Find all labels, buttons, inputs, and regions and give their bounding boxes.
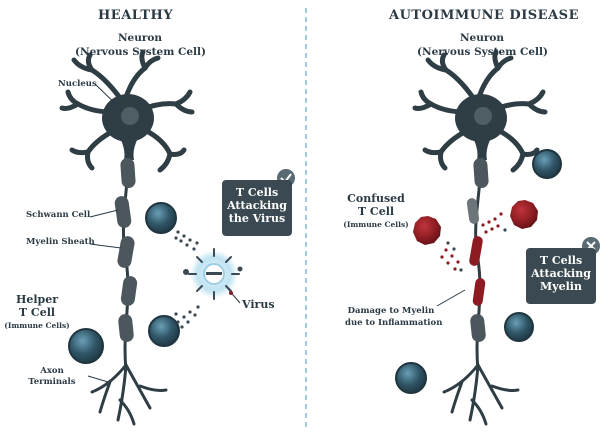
label-myelin-sheath: Myelin Sheath (26, 237, 95, 247)
autoimmune-title: AUTOIMMUNE DISEASE (389, 8, 579, 23)
healthy-t-cells (145, 202, 180, 347)
healthy-callout-box: T Cells Attacking the Virus (222, 180, 292, 236)
label-nucleus: Nucleus (58, 79, 97, 89)
healthy-neuron (59, 49, 195, 426)
healthy-signals (174, 230, 200, 329)
label-confused-t-cell: Confused T Cell (Immune Cells) (343, 192, 409, 229)
nucleus-healthy (121, 107, 139, 125)
label-helper-t-cell: Helper T Cell (Immune Cells) (4, 293, 70, 330)
label-damage-to-myelin: Damage to Myelin due to Inflammation (345, 306, 443, 328)
autoimmune-neuron (412, 49, 548, 426)
virus (183, 248, 243, 300)
label-schwann-cell: Schwann Cell (26, 210, 91, 220)
autoimmune-neuron-label: Neuron (Nervous System Cell) (417, 32, 548, 58)
label-virus: Virus (242, 298, 275, 311)
healthy-title: HEALTHY (98, 8, 174, 23)
healthy-neuron-label: Neuron (Nervous System Cell) (75, 32, 206, 58)
autoimmune-callout-box: T Cells Attacking Myelin (526, 248, 596, 304)
damage-leader-line (436, 289, 466, 307)
helper-t-cell (68, 328, 104, 364)
label-axon-terminals: Axon Terminals (28, 366, 76, 387)
autoimmune-signals (440, 212, 503, 271)
confused-t-cells (413, 200, 538, 245)
autoimmune-blue-t-cells (395, 149, 562, 394)
